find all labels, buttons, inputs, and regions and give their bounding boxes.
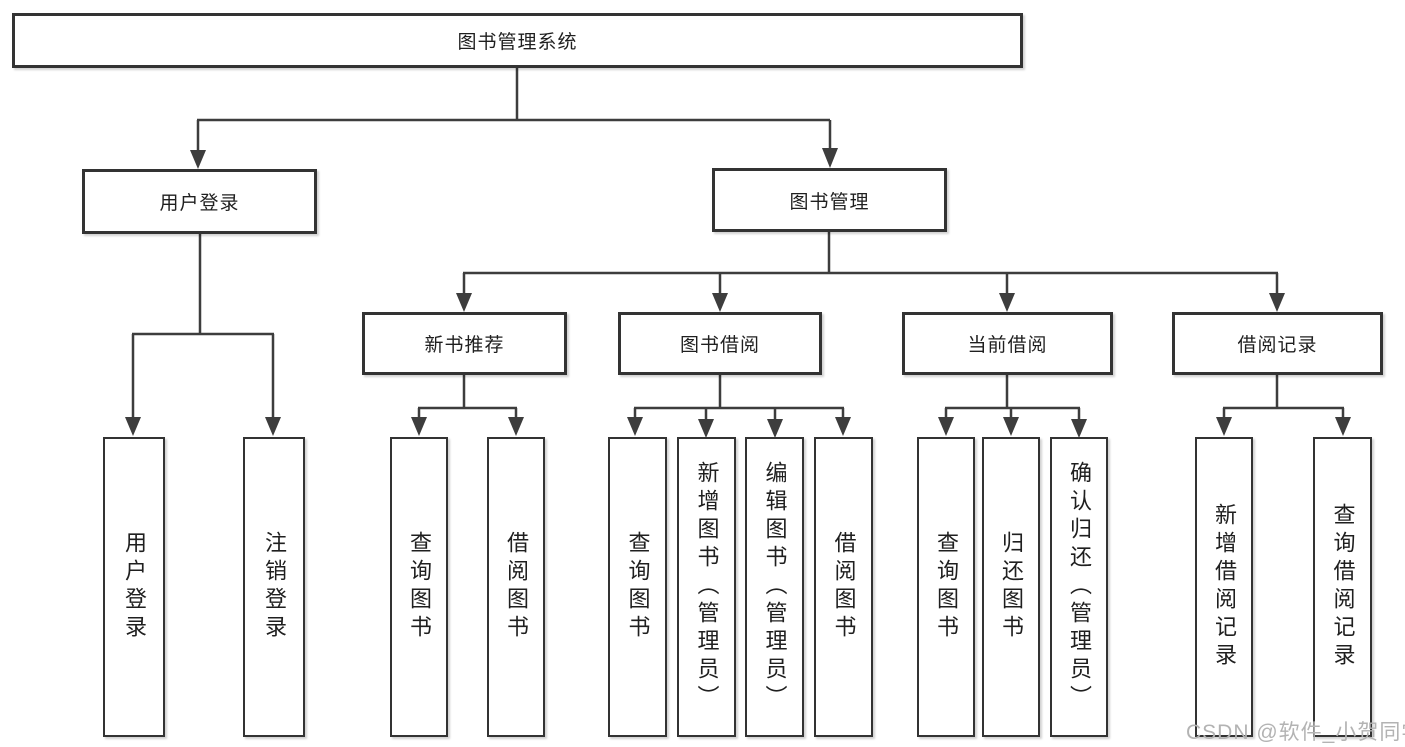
leaf-current-query-books: 查询图书 bbox=[917, 437, 975, 737]
leaf-label: 新增借阅记录 bbox=[1212, 503, 1237, 671]
node-book-borrow: 图书借阅 bbox=[618, 312, 822, 375]
leaf-query-borrow-record: 查询借阅记录 bbox=[1313, 437, 1372, 737]
connector-root-to-level2 bbox=[190, 68, 838, 169]
leaf-add-borrow-record: 新增借阅记录 bbox=[1195, 437, 1253, 737]
leaf-label: 归还图书 bbox=[999, 531, 1024, 643]
csdn-watermark: CSDN @软件_小贺同学 bbox=[1186, 721, 1405, 744]
leaf-confirm-return-admin: 确认归还（管理员） bbox=[1050, 437, 1108, 737]
connector-new-book-recommend-to-leaves bbox=[411, 375, 524, 436]
leaf-label: 注销登录 bbox=[262, 531, 287, 643]
leaf-logout: 注销登录 bbox=[243, 437, 305, 737]
leaf-label: 确认归还（管理员） bbox=[1067, 461, 1092, 713]
connector-book-management-to-level3 bbox=[456, 232, 1285, 312]
leaf-borrow-query-books: 查询图书 bbox=[608, 437, 667, 737]
node-new-book-recommend: 新书推荐 bbox=[362, 312, 567, 375]
connector-user-login-to-leaves bbox=[125, 234, 281, 436]
leaf-label: 查询图书 bbox=[625, 531, 651, 643]
leaf-user-login: 用户登录 bbox=[103, 437, 165, 737]
leaf-label: 用户登录 bbox=[122, 531, 147, 643]
leaf-recommend-borrow-books: 借阅图书 bbox=[487, 437, 545, 737]
leaf-label: 借阅图书 bbox=[831, 531, 857, 643]
leaf-label: 查询图书 bbox=[407, 531, 432, 643]
node-library-management-system: 图书管理系统 bbox=[12, 13, 1023, 68]
leaf-return-books: 归还图书 bbox=[982, 437, 1040, 737]
leaf-add-books-admin: 新增图书（管理员） bbox=[677, 437, 736, 737]
connector-book-borrow-to-leaves bbox=[627, 375, 851, 438]
leaf-recommend-query-books: 查询图书 bbox=[390, 437, 448, 737]
node-user-login: 用户登录 bbox=[82, 169, 317, 234]
leaf-edit-books-admin: 编辑图书（管理员） bbox=[745, 437, 804, 737]
connector-borrow-records-to-leaves bbox=[1216, 375, 1351, 436]
connector-current-borrow-to-leaves bbox=[938, 375, 1087, 438]
node-current-borrow: 当前借阅 bbox=[902, 312, 1113, 375]
leaf-label: 查询图书 bbox=[934, 531, 959, 643]
node-borrow-records: 借阅记录 bbox=[1172, 312, 1383, 375]
leaf-label: 查询借阅记录 bbox=[1330, 503, 1356, 671]
leaf-label: 新增图书（管理员） bbox=[694, 461, 720, 713]
leaf-label: 借阅图书 bbox=[504, 531, 529, 643]
node-book-management: 图书管理 bbox=[712, 168, 947, 232]
leaf-borrow-books: 借阅图书 bbox=[814, 437, 873, 737]
leaf-label: 编辑图书（管理员） bbox=[762, 461, 788, 713]
